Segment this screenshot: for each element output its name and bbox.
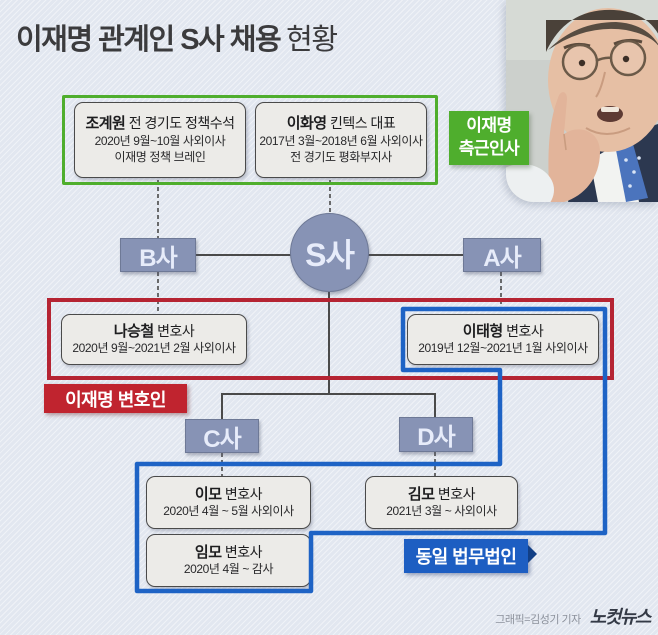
tie-dot [632,170,636,174]
company-node-a: A사 [463,238,541,272]
graphic-credit: 그래픽=김성기 기자 [495,614,581,626]
nocut-news-logo: 노컷뉴스 [589,607,652,627]
close-aides-badge-line2: 측근인사 [458,139,520,158]
footer: 그래픽=김성기 기자 노컷뉴스 [495,603,652,629]
company-node-c: C사 [185,419,259,453]
company-node-b: B사 [120,238,196,272]
person-name-line: 김모 변호사 [407,485,476,505]
person-name: 이모 [194,485,222,503]
close-aides-badge: 이재명 측근인사 [449,111,529,165]
person-name: 이화영 [286,115,327,133]
tie-dot [637,156,641,160]
person-role: 변호사 [157,322,195,339]
close-aides-badge-line1: 이재명 [466,116,512,136]
person-name: 임모 [194,543,222,561]
person-name: 이태형 [462,322,503,340]
glove [506,164,554,202]
person-note: 이재명 정책 브레인 [114,149,206,164]
company-node-d: D사 [399,417,473,452]
same-firm-badge: 동일 법무법인 [404,539,537,573]
person-role: 킨텍스 대표 [330,115,396,132]
eye-right [622,55,630,63]
person-role: 변호사 [224,485,263,502]
person-name: 나승철 [113,322,154,340]
hair-shine [548,22,658,50]
person-name-line: 이모 변호사 [194,485,263,505]
person-tenure: 2020년 4월 ~ 감사 [183,562,274,577]
person-role: 전 경기도 정책수석 [128,115,235,132]
person-tenure: 2020년 9월~10월 사외이사 [94,133,226,148]
lee-jae-myung-photo [506,0,658,202]
person-tenure: 2021년 3월 ~ 사외이사 [386,504,497,519]
firm-card-lee-mo: 이모 변호사 2020년 4월 ~ 5월 사외이사 [146,476,311,529]
aide-group-outline [62,95,438,185]
firm-card-kim-mo: 김모 변호사 2021년 3월 ~ 사외이사 [365,476,518,529]
glasses-bridge [595,56,613,63]
person-tenure: 2019년 12월~2021년 1월 사외이사 [418,341,588,356]
eye-left [578,59,586,67]
portrait-illustration [506,0,658,202]
lawyer-card-lee-tae-hyung: 이태형 변호사 2019년 12월~2021년 1월 사외이사 [407,314,599,365]
person-name-line: 임모 변호사 [194,543,263,563]
page-title-regular: 현황 [286,24,338,56]
page-title-bold: 이재명 관계인 S사 채용 [16,24,282,56]
person-name: 김모 [407,485,435,503]
person-name-line: 조계원 전 경기도 정책수석 [85,114,235,134]
company-node-s: S사 [290,213,369,292]
person-name-line: 나승철 변호사 [113,322,195,342]
tie [616,144,648,202]
person-name-line: 이태형 변호사 [462,322,544,342]
person-tenure: 2017년 3월~2018년 6월 사외이사 [259,133,423,148]
person-tenure: 2020년 9월~2021년 2월 사외이사 [72,341,236,356]
chin-line [585,127,631,135]
lawyer-card-na-seung-chul: 나승철 변호사 2020년 9월~2021년 2월 사외이사 [61,314,247,365]
person-role: 변호사 [224,543,263,560]
teeth [601,107,619,112]
firm-card-lim-mo: 임모 변호사 2020년 4월 ~ 감사 [146,534,311,587]
tie-dot [624,158,628,162]
person-note: 전 경기도 평화부지사 [290,149,392,164]
nose [595,71,606,98]
hair [546,9,658,52]
finger-line [563,133,567,151]
aide-card-jo-gye-won: 조계원 전 경기도 정책수석 2020년 9월~10월 사외이사 이재명 정책 … [74,102,246,178]
person-role: 변호사 [506,322,544,339]
lawyer-badge: 이재명 변호인 [44,384,187,413]
person-tenure: 2020년 4월 ~ 5월 사외이사 [163,504,294,519]
person-role: 변호사 [437,485,476,502]
person-name: 조계원 [85,115,126,133]
aide-card-lee-hwa-young: 이화영 킨텍스 대표 2017년 3월~2018년 6월 사외이사 전 경기도 … [255,102,427,178]
person-name-line: 이화영 킨텍스 대표 [287,114,396,134]
tie-dot [628,184,632,188]
hand [548,92,600,202]
